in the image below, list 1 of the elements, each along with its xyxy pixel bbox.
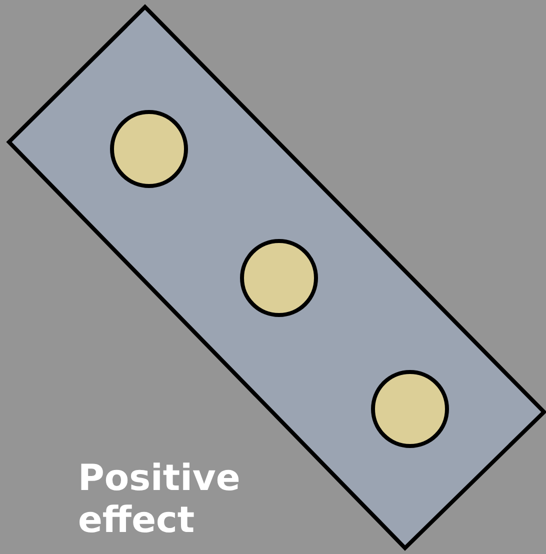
caption-text: Positive effect (78, 458, 242, 542)
